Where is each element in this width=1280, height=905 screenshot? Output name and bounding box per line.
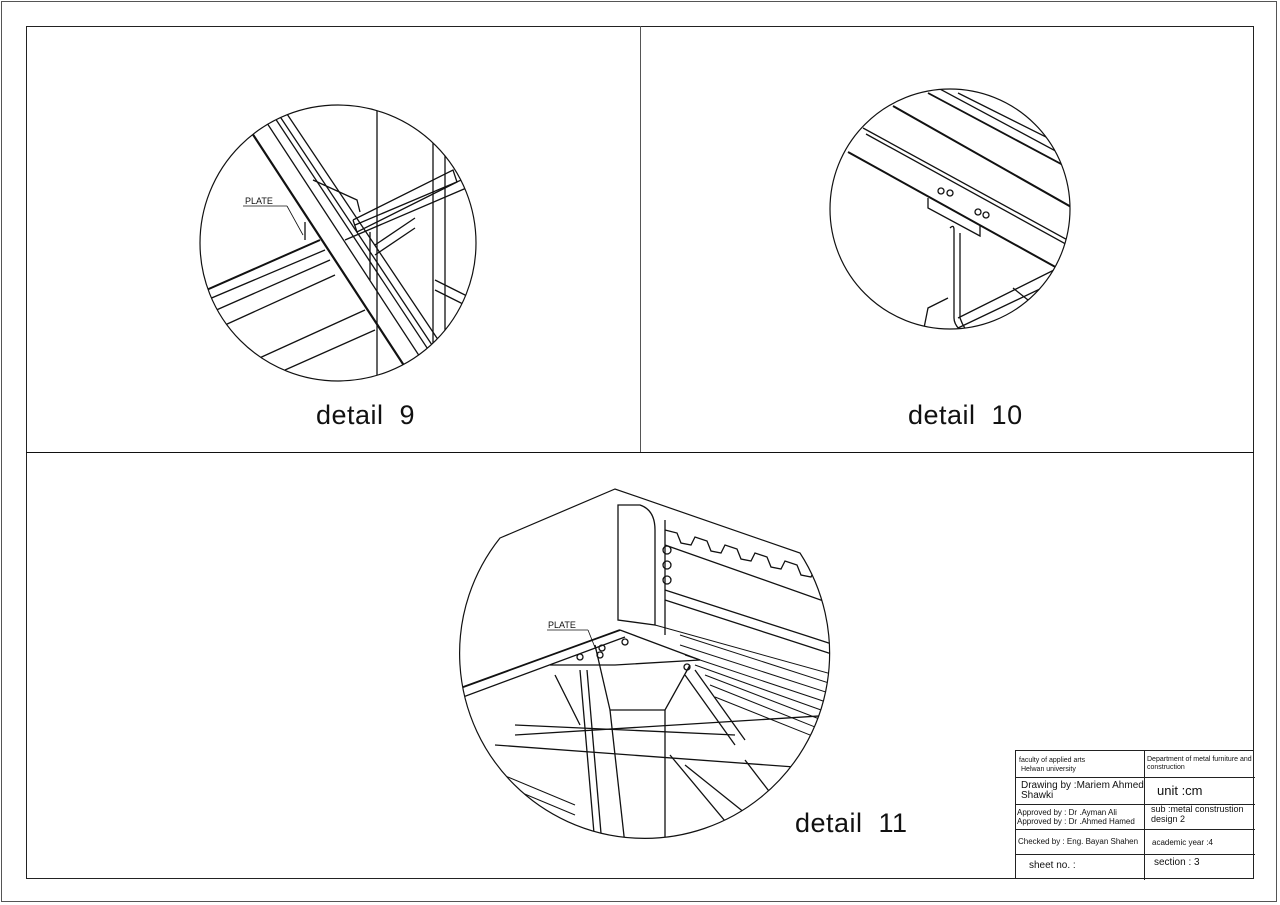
detail-11-drawing: PLATE xyxy=(459,488,831,839)
title-block-row-1 xyxy=(1016,751,1255,778)
tb-academic-year: academic year :4 xyxy=(1152,838,1213,847)
title-block-row-3 xyxy=(1016,805,1255,830)
title-block: faculty of applied arts Helwan universit… xyxy=(1015,750,1255,880)
tb-subject-2: design 2 xyxy=(1151,814,1186,824)
panel-divider-horizontal xyxy=(26,452,1254,453)
tb-department: Department of metal furniture and constr… xyxy=(1147,756,1252,771)
tb-section: section : 3 xyxy=(1154,857,1200,868)
tb-approved-1: Approved by : Dr .Ayman Ali xyxy=(1017,808,1117,817)
tb-drawing-by-cont: Shawki xyxy=(1021,790,1054,801)
tb-subject-1: sub :metal construstion xyxy=(1151,804,1244,814)
title-block-row-4 xyxy=(1016,830,1255,855)
detail-9-drawing: PLATE xyxy=(199,104,477,382)
detail-9-plate-callout: PLATE xyxy=(243,196,304,236)
tb-faculty: faculty of applied arts xyxy=(1019,757,1086,764)
panel-divider-vertical xyxy=(640,26,641,452)
tb-checked-by: Checked by : Eng. Bayan Shahen xyxy=(1018,837,1139,846)
detail-9-plate-label: PLATE xyxy=(245,196,273,206)
title-block-column-divider xyxy=(1144,751,1145,880)
detail-11-plate-callout: PLATE xyxy=(547,620,599,656)
detail-9-label: detail 9 xyxy=(316,400,416,430)
detail-11-plate-label: PLATE xyxy=(548,620,576,630)
tb-university: Helwan university xyxy=(1021,766,1076,773)
tb-unit: unit :cm xyxy=(1157,783,1203,798)
title-block-row-2 xyxy=(1016,778,1255,805)
tb-approved-2: Approved by : Dr .Ahmed Hamed xyxy=(1017,817,1135,826)
detail-10-drawing xyxy=(829,88,1071,330)
tb-sheet-no: sheet no. : xyxy=(1029,860,1076,871)
detail-11-label: detail 11 xyxy=(795,808,908,838)
tb-drawing-by: Drawing by :Mariem Ahmed xyxy=(1021,780,1144,791)
detail-10-label: detail 10 xyxy=(908,400,1023,430)
